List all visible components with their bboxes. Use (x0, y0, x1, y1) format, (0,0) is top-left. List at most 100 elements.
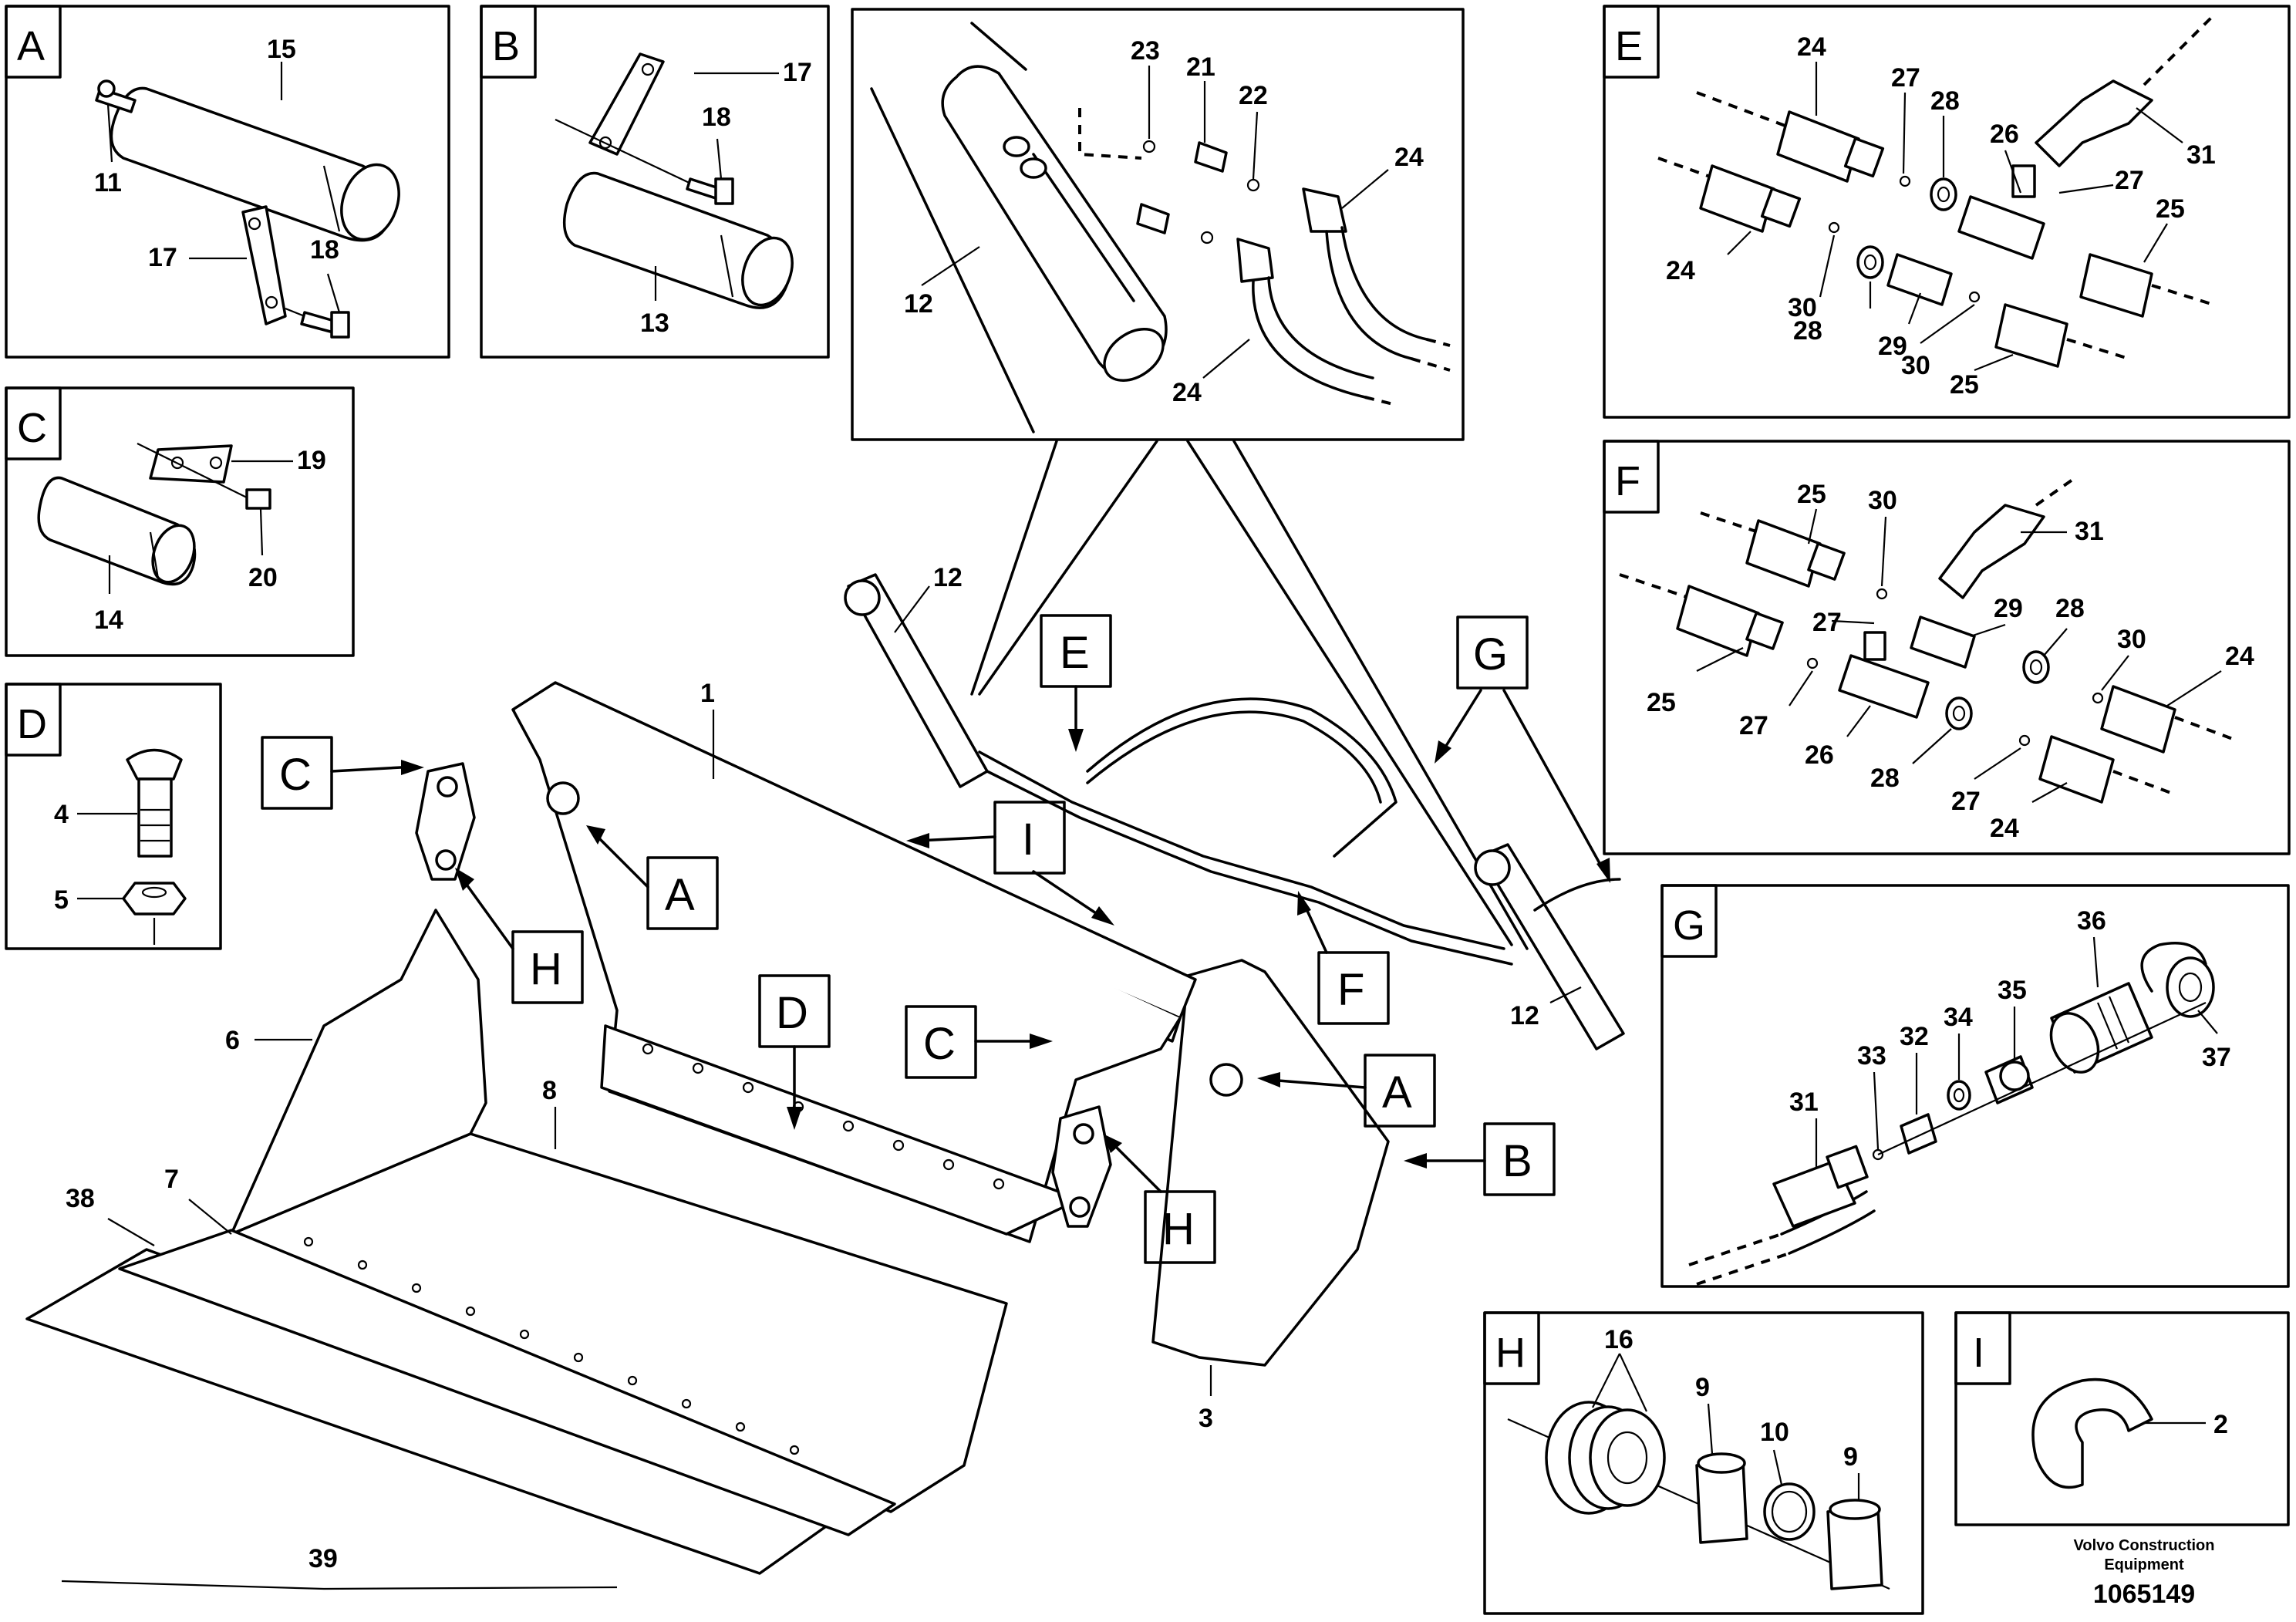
right-side-wall (1151, 959, 1390, 1367)
panel-a: A 15 11 17 18 (5, 5, 450, 359)
label-11: 11 (94, 168, 122, 197)
label-31: 31 (1789, 1088, 1819, 1117)
label-10: 10 (1760, 1418, 1789, 1447)
label-30: 30 (1901, 351, 1930, 380)
label-24: 24 (1797, 32, 1826, 62)
callout-a: A (665, 870, 695, 920)
label-38: 38 (66, 1184, 95, 1213)
label-9: 9 (1695, 1373, 1710, 1402)
panel-h-letter: H (1495, 1330, 1526, 1376)
label-25: 25 (1647, 688, 1676, 717)
label-31: 31 (2075, 517, 2104, 546)
panel-h: H 16 9 10 9 (1483, 1311, 1924, 1615)
hinge-bracket-right (1051, 1105, 1112, 1228)
label-8: 8 (542, 1076, 557, 1105)
label-30: 30 (2117, 625, 2146, 654)
label-7: 7 (164, 1165, 179, 1194)
document-number: 1065149 (2093, 1580, 2195, 1609)
panel-b-letter: B (492, 23, 520, 69)
label-19: 19 (297, 446, 326, 475)
pivot-boss-left (546, 781, 580, 815)
callouts: C A H I E G D C A B (261, 614, 1610, 1264)
label-24: 24 (1394, 143, 1424, 172)
left-side-wall (230, 909, 487, 1236)
bucket-assembly (25, 573, 1625, 1575)
label-30: 30 (1868, 486, 1897, 515)
panel-cylinder-detail: 23 21 22 24 12 24 (851, 8, 1465, 441)
label-27: 27 (1739, 711, 1768, 740)
label-29: 29 (1878, 332, 1907, 361)
pivot-boss-right (1209, 1063, 1243, 1097)
credit-line-2: Equipment (2104, 1556, 2184, 1573)
label-16: 16 (1604, 1325, 1633, 1354)
callout-d: D (776, 988, 808, 1038)
callout-a: A (1382, 1067, 1412, 1118)
panel-a-letter: A (17, 23, 45, 69)
cutting-edge-right (118, 1229, 896, 1536)
label-32: 32 (1900, 1022, 1929, 1051)
callout-i: I (1022, 814, 1034, 865)
label-2: 2 (2213, 1410, 2228, 1439)
callout-c: C (279, 750, 312, 800)
label-28: 28 (2055, 594, 2085, 623)
panel-g: G 36 35 34 32 (1660, 884, 2290, 1288)
label-13: 13 (640, 309, 669, 338)
callout-f: F (1337, 965, 1364, 1015)
footer: Volvo Construction Equipment 1065149 (2074, 1537, 2215, 1609)
label-26: 26 (1805, 740, 1834, 770)
label-12: 12 (1510, 1001, 1539, 1030)
label-27: 27 (1951, 787, 1981, 816)
credit-line-1: Volvo Construction (2074, 1537, 2215, 1554)
label-26: 26 (1990, 120, 2019, 149)
label-4: 4 (54, 800, 69, 829)
label-6: 6 (225, 1026, 240, 1055)
label-30: 30 (1788, 293, 1817, 322)
panel-d: D 4 5 (5, 683, 222, 950)
callout-c: C (923, 1019, 956, 1069)
main-labels: 1 12 12 6 8 7 38 39 3 (61, 563, 1582, 1590)
label-34: 34 (1944, 1003, 1973, 1032)
label-17: 17 (783, 58, 812, 87)
panel-e-letter: E (1615, 23, 1643, 69)
label-18: 18 (702, 103, 731, 132)
hinge-bracket-left (415, 762, 476, 881)
panel-i: I 2 (1954, 1311, 2290, 1526)
label-33: 33 (1857, 1041, 1886, 1071)
label-20: 20 (248, 563, 278, 592)
label-3: 3 (1199, 1404, 1213, 1433)
panel-f: F (1603, 440, 2291, 855)
label-29: 29 (1994, 594, 2023, 623)
label-24: 24 (1666, 256, 1695, 285)
label-24: 24 (1172, 378, 1202, 407)
panel-d-letter: D (17, 701, 47, 747)
label-37: 37 (2202, 1043, 2231, 1072)
cylinder-right (1479, 843, 1625, 1050)
callout-h: H (1162, 1204, 1195, 1254)
label-27: 27 (1812, 608, 1842, 637)
label-36: 36 (2077, 906, 2106, 936)
label-23: 23 (1131, 36, 1160, 66)
panel-c: C 19 20 14 (5, 386, 355, 657)
label-14: 14 (94, 605, 123, 635)
label-25: 25 (1797, 480, 1826, 509)
label-15: 15 (267, 35, 296, 64)
label-21: 21 (1186, 52, 1215, 82)
label-28: 28 (1870, 764, 1900, 793)
label-28: 28 (1793, 316, 1822, 346)
label-31: 31 (2186, 140, 2216, 170)
label-24: 24 (2225, 642, 2254, 671)
panel-b: B 17 18 13 (480, 5, 830, 359)
label-22: 22 (1239, 81, 1268, 110)
label-35: 35 (1998, 976, 2027, 1005)
label-18: 18 (310, 235, 339, 265)
label-25: 25 (2156, 194, 2185, 224)
panel-f-letter: F (1615, 458, 1640, 504)
callout-e: E (1060, 628, 1090, 678)
label-12: 12 (933, 563, 963, 592)
callout-b: B (1502, 1136, 1532, 1186)
panel-g-letter: G (1673, 902, 1705, 949)
label-25: 25 (1950, 370, 1979, 400)
label-39: 39 (308, 1544, 338, 1573)
label-27: 27 (1891, 63, 1920, 93)
